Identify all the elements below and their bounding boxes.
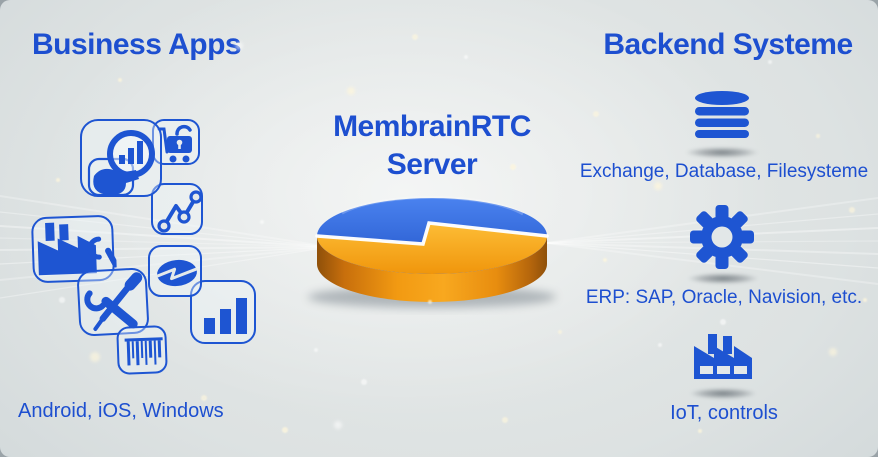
screwdriver-icon [93, 272, 143, 331]
bokeh-dot [658, 343, 662, 347]
backend-systeme-title: Backend Systeme [603, 28, 853, 61]
trend-nodes [157, 190, 203, 233]
pie-split-line [156, 267, 198, 281]
bokeh-dot [282, 427, 288, 433]
database-shadow [686, 147, 758, 158]
hand-icon [93, 168, 139, 196]
android-ios-windows-caption: Android, iOS, Windows [18, 400, 224, 422]
bokeh-dot [347, 87, 355, 95]
bokeh-dot [593, 111, 599, 117]
erp-caption: ERP: SAP, Oracle, Navision, etc. [585, 287, 863, 308]
exchange-database-caption: Exchange, Database, Filesysteme [579, 161, 869, 182]
pie-rim [317, 236, 547, 302]
analytics-search-glyph [87, 130, 155, 197]
bokeh-dot [334, 421, 342, 429]
business-apps-title: Business Apps [32, 28, 242, 61]
factory-shadow [690, 388, 756, 399]
iot-controls-caption: IoT, controls [670, 402, 778, 424]
pie-disc [157, 259, 197, 287]
lock-shackle-icon [175, 124, 192, 136]
bokeh-dot [849, 207, 855, 213]
bokeh-dot [558, 330, 562, 334]
bar-chart-glyph [204, 298, 247, 334]
crossed-tools-glyph [84, 272, 143, 331]
magnifier-bars-icon [119, 141, 143, 164]
factory-silhouette [37, 222, 97, 276]
bokeh-dot [361, 379, 367, 385]
bokeh-dot [118, 78, 122, 82]
gear-teeth [690, 205, 754, 269]
cart-handle [157, 127, 169, 154]
ellipse-pie-glyph [156, 259, 198, 287]
pie-top-orange-slice [317, 223, 547, 274]
small-wrench-icon [87, 236, 118, 268]
cart-wheel-right [182, 155, 190, 163]
secure-cart-glyph [157, 124, 192, 163]
ellipse-pie-icon [148, 245, 202, 297]
center-title-line2: Server [386, 147, 478, 181]
bokeh-dot [260, 220, 264, 224]
bokeh-dot [698, 429, 702, 433]
bokeh-dot [654, 182, 662, 190]
factory-icon [694, 334, 752, 379]
bokeh-dot [314, 348, 318, 352]
pie-slice-seam [315, 221, 549, 246]
pie-3d-icon [308, 195, 556, 308]
bokeh-dot [464, 55, 468, 59]
barcode-glyph [124, 337, 163, 366]
database-icon [695, 91, 749, 138]
keyhole-slot [178, 143, 181, 149]
bokeh-dot [59, 297, 65, 303]
membrainrtc-server-title: MembrainRTC Server [312, 108, 552, 183]
gear-shadow [688, 273, 758, 284]
bokeh-dot [720, 319, 726, 325]
bokeh-dot [829, 348, 837, 356]
center-title-line1: MembrainRTC [333, 110, 531, 143]
bars [204, 298, 247, 334]
gear-center-hole [711, 226, 733, 248]
bokeh-dot [90, 352, 100, 362]
factory-wrench-icon [30, 214, 118, 284]
bokeh-dot [603, 258, 607, 262]
pie-top-highlight [341, 195, 524, 216]
node-line-chart-icon [151, 183, 203, 235]
trend-line [162, 195, 198, 228]
crossed-tools-icon [76, 267, 150, 337]
cart-wheel-left [169, 155, 177, 163]
barcode-icon [116, 325, 168, 375]
bokeh-dot [412, 34, 418, 40]
barcode-bars [124, 337, 163, 366]
factory-wrench-glyph [37, 222, 118, 276]
gear-icon [690, 205, 754, 269]
bokeh-dot [502, 417, 508, 423]
analytics-search-icon [80, 119, 162, 197]
bar-chart-icon [190, 280, 256, 344]
node-line-chart-glyph [157, 190, 203, 233]
bokeh-dot [56, 178, 60, 182]
server-pie-chart [297, 183, 567, 323]
bokeh-dot [816, 134, 820, 138]
factory-windows [700, 366, 747, 374]
